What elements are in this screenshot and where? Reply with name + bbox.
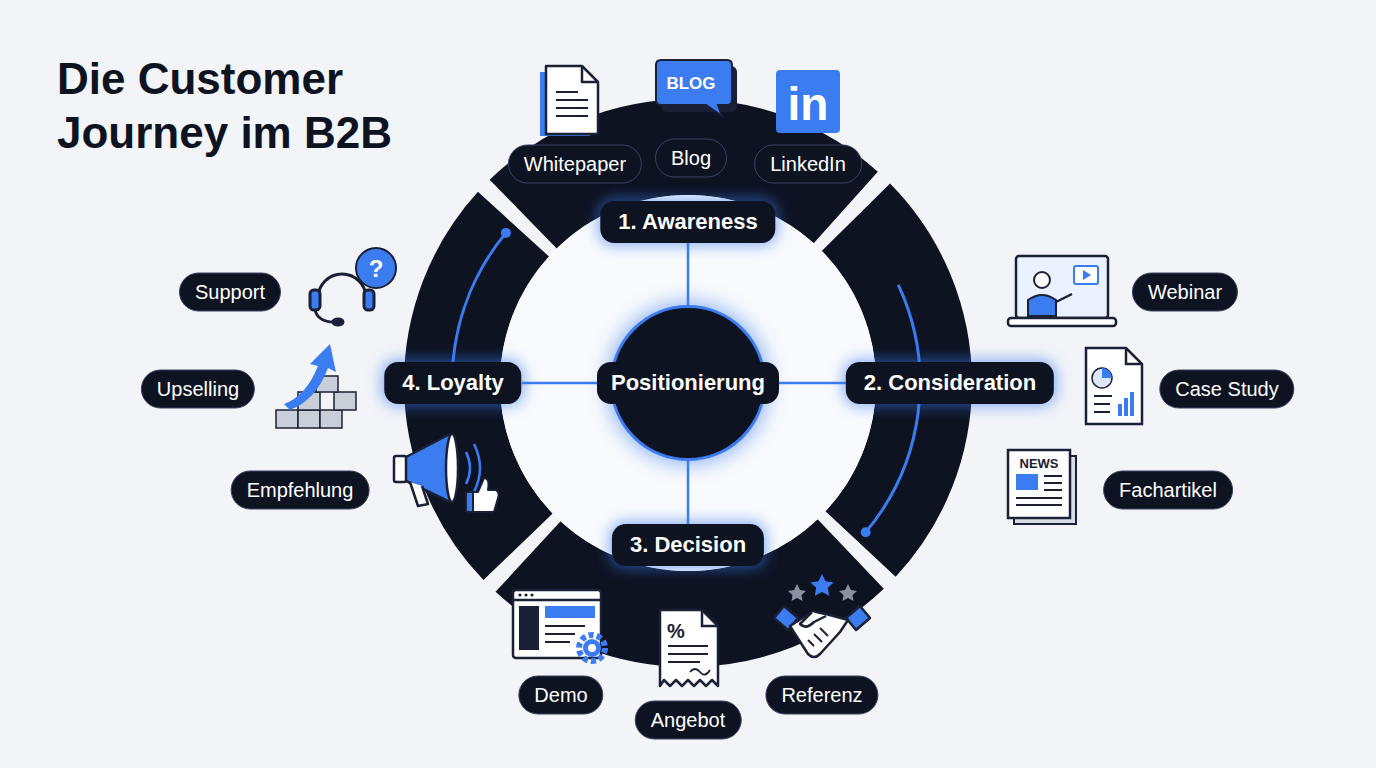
- channel-pill: Demo: [518, 676, 603, 715]
- node-text: LinkedIn: [770, 153, 846, 176]
- node-text: Whitepaper: [524, 153, 626, 176]
- linkedin-icon: [776, 70, 840, 133]
- support-icon: [310, 248, 396, 325]
- newspaper-icon: [1008, 450, 1076, 524]
- handshake-icon: [774, 574, 870, 657]
- progress-arc: [866, 285, 920, 532]
- demo-icon: [513, 590, 605, 661]
- node-text: Upselling: [157, 378, 239, 401]
- channel-pill: Blog: [655, 139, 727, 178]
- hub-circle: Positionierung: [610, 305, 766, 461]
- node-text: Blog: [671, 147, 711, 170]
- channel-pill: Fachartikel: [1103, 471, 1233, 510]
- blog-icon: [656, 60, 737, 116]
- node-text: Demo: [534, 684, 587, 707]
- node-text: Support: [195, 281, 265, 304]
- megaphone-icon: [394, 434, 499, 512]
- node-text: Angebot: [651, 709, 726, 732]
- node-text: Empfehlung: [247, 479, 354, 502]
- node-text: 4. Loyalty: [402, 370, 503, 396]
- arc-dot: [501, 228, 511, 238]
- channel-pill: Support: [179, 273, 281, 312]
- stage-pill: 3. Decision: [612, 524, 764, 566]
- arc-dot: [861, 527, 871, 537]
- node-text: Referenz: [781, 684, 862, 707]
- hub-connector: [687, 461, 690, 524]
- inner-disc: [500, 195, 876, 571]
- node-text: Webinar: [1148, 281, 1222, 304]
- node-text: Case Study: [1175, 378, 1278, 401]
- case-study-icon: [1086, 348, 1142, 424]
- offer-icon: [660, 610, 718, 686]
- channel-pill: LinkedIn: [754, 145, 862, 184]
- hub-connector: [687, 243, 690, 305]
- channel-pill: Case Study: [1159, 370, 1294, 409]
- channel-pill: Empfehlung: [231, 471, 370, 510]
- channel-pill: Angebot: [635, 701, 742, 740]
- icon-text: NEWS: [1020, 457, 1059, 470]
- node-text: Positionierung: [597, 362, 779, 404]
- webinar-icon: [1008, 256, 1116, 326]
- icon-text: BLOG: [666, 75, 715, 92]
- icon-text: %: [667, 621, 685, 641]
- upselling-icon: [276, 344, 356, 428]
- icon-text: in: [788, 81, 829, 127]
- node-text: Fachartikel: [1119, 479, 1217, 502]
- channel-pill: Upselling: [141, 370, 255, 409]
- icon-text: ?: [369, 257, 384, 281]
- node-text: 3. Decision: [630, 532, 746, 558]
- diagram-title: Die Customer Journey im B2B: [57, 52, 477, 160]
- channel-pill: Webinar: [1132, 273, 1238, 312]
- node-text: 2. Consideration: [864, 370, 1036, 396]
- progress-arc: [453, 233, 506, 363]
- whitepaper-icon: [540, 66, 598, 136]
- stage-pill: 2. Consideration: [846, 362, 1054, 404]
- channel-pill: Whitepaper: [508, 145, 642, 184]
- node-text: 1. Awareness: [618, 209, 757, 235]
- stage-pill: 4. Loyalty: [384, 362, 521, 404]
- stage-pill: 1. Awareness: [600, 201, 775, 243]
- channel-pill: Referenz: [765, 676, 878, 715]
